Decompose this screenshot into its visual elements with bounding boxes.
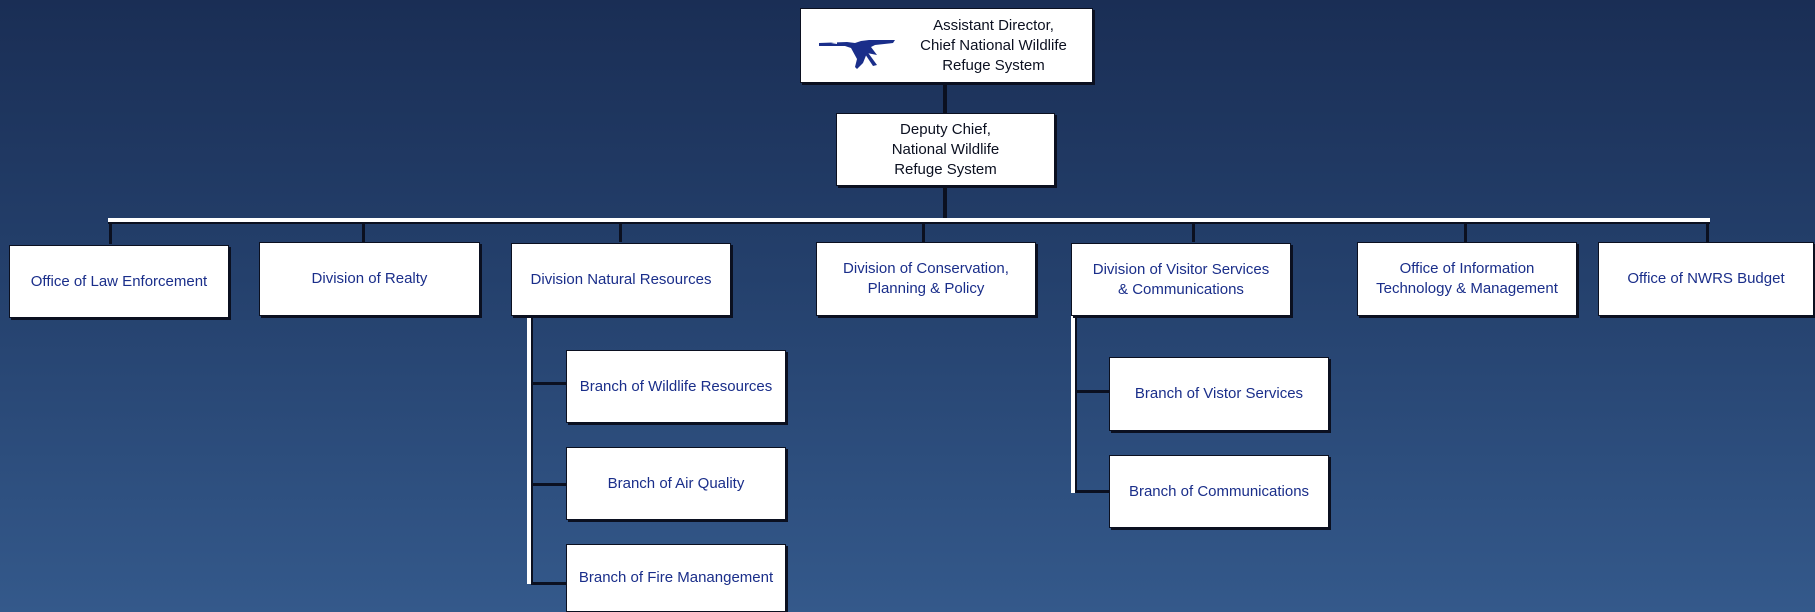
division-box-law-enforcement: Office of Law Enforcement [9, 245, 229, 318]
vs-branch-0-line-0: Branch of Vistor Services [1134, 385, 1304, 402]
drop-line-0 [109, 222, 112, 244]
top-line-0: Assistant Director, [933, 16, 1054, 34]
connector-top-to-deputy [943, 82, 947, 113]
drop-line-6 [1706, 222, 1709, 242]
deputy-chief-box: Deputy Chief, National Wildlife Refuge S… [836, 113, 1055, 186]
deputy-line-0: Deputy Chief, [900, 120, 991, 138]
branch-box-wildlife-resources: Branch of Wildlife Resources [566, 350, 786, 423]
nr-branch-tick-2 [531, 582, 567, 585]
branch-box-communications: Branch of Communications [1109, 455, 1329, 528]
connector-deputy-to-bar [943, 185, 947, 220]
vs-branch-1-line-0: Branch of Communications [1128, 482, 1310, 500]
division-5-line-0: Office of Information [1399, 260, 1535, 277]
division-1-line-0: Division of Realty [311, 270, 428, 287]
vs-branch-tick-1 [1075, 490, 1111, 493]
division-0-line-0: Office of Law Enforcement [30, 272, 208, 290]
nr-branch-1-line-0: Branch of Air Quality [607, 474, 745, 492]
vs-branch-tick-0 [1075, 390, 1111, 393]
drop-line-1 [362, 222, 365, 242]
deputy-line-1: National Wildlife [891, 140, 1000, 158]
top-line-2: Refuge System [942, 56, 1045, 74]
nr-branch-tick-1 [531, 483, 567, 486]
horizontal-connector-bar [108, 218, 1710, 224]
drop-line-4 [1192, 222, 1195, 242]
top-line-1: Chief National Wildlife [920, 36, 1067, 54]
deputy-line-2: Refuge System [894, 160, 997, 178]
division-3-line-1: Planning & Policy [867, 280, 985, 297]
nr-vertical-connector [527, 316, 533, 584]
drop-line-5 [1464, 222, 1467, 242]
division-box-natural-resources: Division Natural Resources [511, 243, 731, 316]
drop-line-2 [619, 222, 622, 242]
drop-line-3 [922, 222, 925, 242]
nr-branch-tick-0 [531, 382, 567, 385]
division-box-realty: Division of Realty [259, 242, 480, 316]
division-4-line-0: Division of Visitor Services [1092, 260, 1270, 278]
assistant-director-box: Assistant Director, Chief National Wildl… [800, 8, 1093, 83]
branch-box-fire-management: Branch of Fire Manangement [566, 544, 786, 612]
division-box-visitor-services: Division of Visitor Services & Communica… [1071, 243, 1291, 316]
nr-branch-0-line-0: Branch of Wildlife Resources [579, 377, 773, 395]
branch-box-visitor-services: Branch of Vistor Services [1109, 357, 1329, 431]
division-box-nwrs-budget: Office of NWRS Budget [1598, 242, 1814, 316]
division-box-conservation-planning: Division of Conservation, Planning & Pol… [816, 242, 1036, 316]
division-box-information-technology: Office of Information Technology & Manag… [1357, 242, 1577, 316]
division-4-line-1: & Communications [1118, 280, 1244, 298]
branch-box-air-quality: Branch of Air Quality [566, 447, 786, 520]
division-2-line-0: Division Natural Resources [530, 270, 712, 288]
vs-vertical-connector [1071, 316, 1077, 493]
division-3-line-0: Division of Conservation, [843, 260, 1009, 277]
division-6-line-0: Office of NWRS Budget [1627, 270, 1785, 287]
flying-goose-logo-icon [817, 29, 899, 73]
division-5-line-1: Technology & Management [1376, 280, 1558, 297]
nr-branch-2-line-0: Branch of Fire Manangement [578, 569, 774, 586]
